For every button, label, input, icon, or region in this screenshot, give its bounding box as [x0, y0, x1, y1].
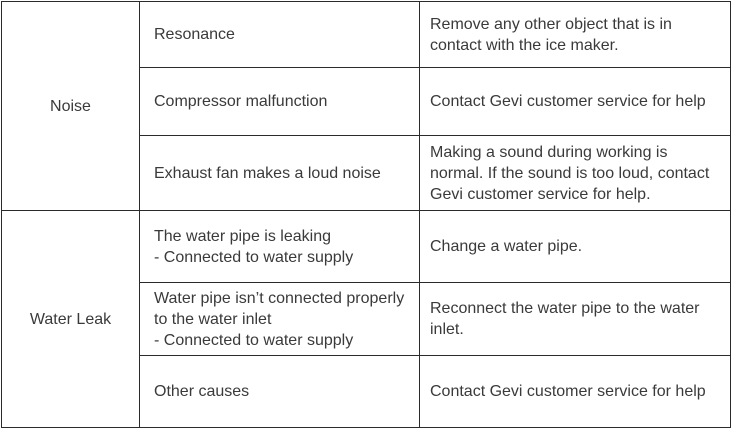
- solution-cell: Reconnect the water pipe to the water in…: [419, 282, 731, 356]
- table-row: Compressor malfunction Contact Gevi cust…: [2, 67, 731, 136]
- cause-text: to the water inlet: [154, 310, 272, 328]
- cause-cell: Compressor malfunction: [139, 67, 420, 136]
- solution-text: inlet.: [430, 321, 464, 338]
- table-row: Exhaust fan makes a loud noise Making a …: [2, 135, 731, 211]
- table-row: Water Leak The water pipe is leaking - C…: [1, 210, 731, 428]
- cause-cell: Resonance: [139, 1, 420, 68]
- solution-cell: Contact Gevi customer service for help: [419, 67, 731, 136]
- solution-cell: Change a water pipe.: [419, 210, 731, 283]
- cause-text: Compressor malfunction: [154, 93, 328, 110]
- solution-cell: Remove any other object that is in conta…: [419, 1, 731, 68]
- table-row: Other causes Contact Gevi customer servi…: [2, 355, 731, 428]
- problem-cell: Noise: [1, 1, 140, 211]
- cause-text: Other causes: [154, 383, 250, 400]
- table-row: Noise Resonance Remove any other object …: [1, 1, 731, 211]
- solution-cell: Making a sound during working is normal.…: [419, 135, 731, 211]
- cause-cell: Water pipe isn’t connected properly to t…: [139, 282, 420, 356]
- solution-text: Contact Gevi customer service for help: [430, 93, 706, 110]
- cause-text: - Connected to water supply: [154, 248, 354, 266]
- solution-text: Gevi customer service for help.: [430, 185, 651, 203]
- solution-text: Change a water pipe.: [430, 238, 583, 255]
- cause-text: The water pipe is leaking: [154, 227, 331, 245]
- solution-text: Remove any other object that is in: [430, 15, 672, 33]
- solution-text: contact with the ice maker.: [430, 36, 619, 54]
- solution-text: Contact Gevi customer service for help: [430, 383, 706, 400]
- table-row: Water pipe isn’t connected properly to t…: [2, 282, 731, 356]
- cause-text: - Connected to water supply: [154, 331, 354, 349]
- cause-text: Resonance: [154, 26, 235, 43]
- cause-cell: Other causes: [139, 355, 420, 428]
- problem-label: Noise: [50, 97, 91, 115]
- solution-text: normal. If the sound is too loud, contac…: [430, 164, 710, 182]
- solution-text: Making a sound during working is: [430, 143, 668, 161]
- problem-cell: Water Leak: [1, 210, 140, 428]
- cause-text: Water pipe isn’t connected properly: [154, 289, 405, 307]
- solution-cell: Contact Gevi customer service for help: [419, 355, 731, 428]
- cause-text: Exhaust fan makes a loud noise: [154, 164, 381, 182]
- problem-label: Water Leak: [29, 310, 112, 328]
- solution-text: Reconnect the water pipe to the water: [430, 300, 700, 317]
- cause-cell: Exhaust fan makes a loud noise: [139, 135, 420, 211]
- cause-cell: The water pipe is leaking - Connected to…: [139, 210, 420, 283]
